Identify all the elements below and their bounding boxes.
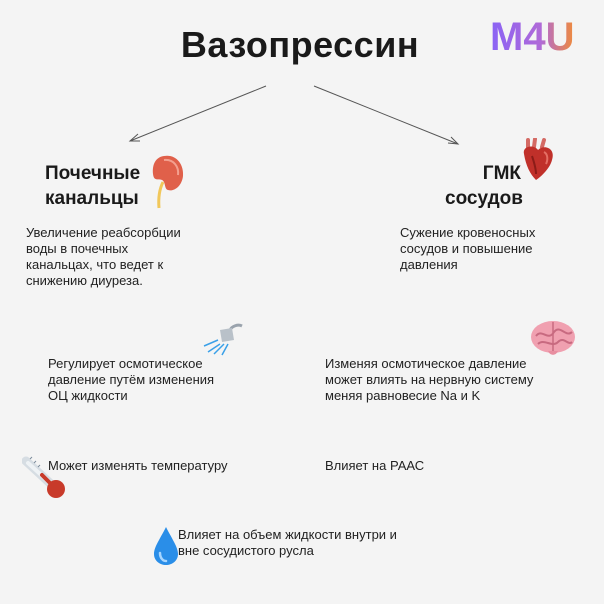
fact-raas: Влияет на РААС	[325, 458, 425, 473]
fact-osmotic-line-3: ОЦ жидкости	[48, 388, 128, 403]
fact-nervous-line-3: меняя равновесие Na и K	[325, 388, 481, 403]
left-description-line-1: Увеличение реабсорбции	[26, 225, 181, 240]
fact-nervous-line-2: может влиять на нервную систему	[325, 372, 534, 387]
fact-osmotic-line-2: давление путём изменения	[48, 372, 215, 387]
fact-volume: Влияет на объем жидкости внутри и вне со…	[178, 527, 397, 559]
arrow-right-head	[447, 136, 460, 145]
heart-icon	[523, 138, 553, 180]
right-heading-line-2: сосудов	[445, 188, 523, 209]
left-description: Увеличение реабсорбции воды в почечных к…	[26, 225, 181, 289]
water-drop-icon	[154, 527, 178, 565]
shower-icon	[203, 323, 243, 356]
fact-volume-line-1: Влияет на объем жидкости внутри и	[178, 527, 397, 542]
logo-text: M4U	[490, 15, 574, 59]
fact-volume-line-2: вне сосудистого русла	[178, 543, 314, 558]
thermometer-icon	[22, 456, 65, 498]
right-heading-line-1: ГМК	[482, 163, 521, 184]
fact-temperature: Может изменять температуру	[48, 458, 228, 473]
arrow-right-line	[313, 85, 459, 145]
left-heading-line-2: канальцы	[45, 188, 139, 209]
brain-icon	[531, 321, 575, 355]
left-description-line-2: воды в почечных	[26, 241, 129, 256]
fact-nervous: Изменяя осмотическое давление может влия…	[325, 356, 533, 404]
left-description-line-4: снижению диуреза.	[26, 273, 143, 288]
right-description: Сужение кровеносных сосудов и повышение …	[400, 225, 535, 273]
arrow-left-head	[128, 133, 140, 142]
right-heading: ГМК сосудов	[445, 161, 523, 211]
fact-osmotic-line-1: Регулирует осмотическое	[48, 356, 203, 371]
left-heading: Почечные канальцы	[45, 161, 140, 211]
kidney-icon	[152, 155, 184, 209]
left-heading-line-1: Почечные	[45, 163, 141, 184]
m4u-logo: M4U	[490, 15, 574, 59]
arrow-left-line	[129, 85, 267, 142]
right-description-line-2: сосудов и повышение	[400, 241, 533, 256]
left-description-line-3: канальцах, что ведет к	[26, 257, 164, 272]
fact-osmotic: Регулирует осмотическое давление путём и…	[48, 356, 214, 404]
right-description-line-3: давления	[400, 257, 458, 272]
page-title: Вазопрессин	[180, 24, 420, 65]
fact-nervous-line-1: Изменяя осмотическое давление	[325, 356, 527, 371]
right-description-line-1: Сужение кровеносных	[400, 225, 536, 240]
